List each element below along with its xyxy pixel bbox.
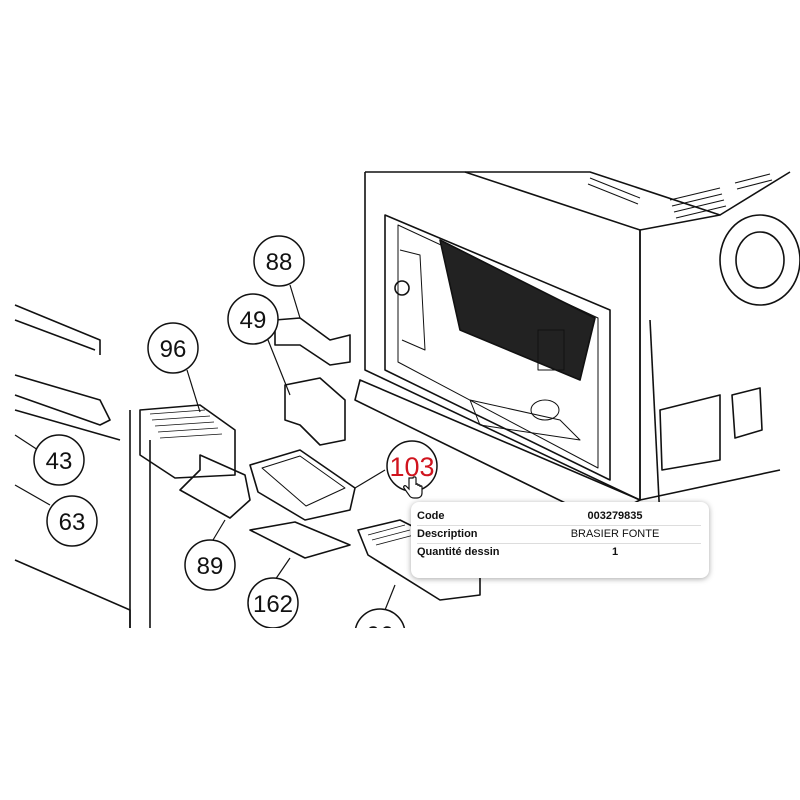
svg-text:88: 88: [266, 249, 293, 276]
svg-text:63: 63: [59, 509, 86, 536]
svg-text:103: 103: [389, 452, 434, 482]
svg-text:96: 96: [160, 336, 187, 363]
quantity-label: Quantité dessin: [417, 546, 500, 558]
stove-body-drawing: [14, 171, 800, 628]
callout-49[interactable]: 49: [227, 293, 279, 345]
code-value: 003279835: [587, 510, 643, 522]
tooltip-quantity-row: Quantité dessin 1: [417, 544, 701, 561]
description-label: Description: [417, 528, 478, 540]
part-info-tooltip: Code 003279835 Description BRASIER FONTE…: [411, 502, 709, 578]
description-value: BRASIER FONTE: [570, 528, 660, 540]
svg-text:43: 43: [46, 448, 73, 475]
viewport-bottom-mask: [0, 628, 800, 800]
tooltip-description-row: Description BRASIER FONTE: [417, 526, 701, 544]
quantity-value: 1: [611, 546, 619, 558]
callout-63[interactable]: 63: [46, 495, 98, 547]
callout-103-highlighted[interactable]: 103: [386, 440, 438, 492]
code-label: Code: [417, 510, 445, 522]
callout-162[interactable]: 162: [247, 577, 299, 629]
tooltip-code-row: Code 003279835: [417, 508, 701, 526]
callout-96-left[interactable]: 96: [147, 322, 199, 374]
svg-text:49: 49: [240, 307, 267, 334]
hand-cursor-icon: [403, 476, 423, 499]
callout-43[interactable]: 43: [33, 434, 85, 486]
svg-text:89: 89: [197, 553, 224, 580]
callout-89[interactable]: 89: [184, 539, 236, 591]
svg-text:162: 162: [253, 591, 293, 618]
callout-88[interactable]: 88: [253, 235, 305, 287]
